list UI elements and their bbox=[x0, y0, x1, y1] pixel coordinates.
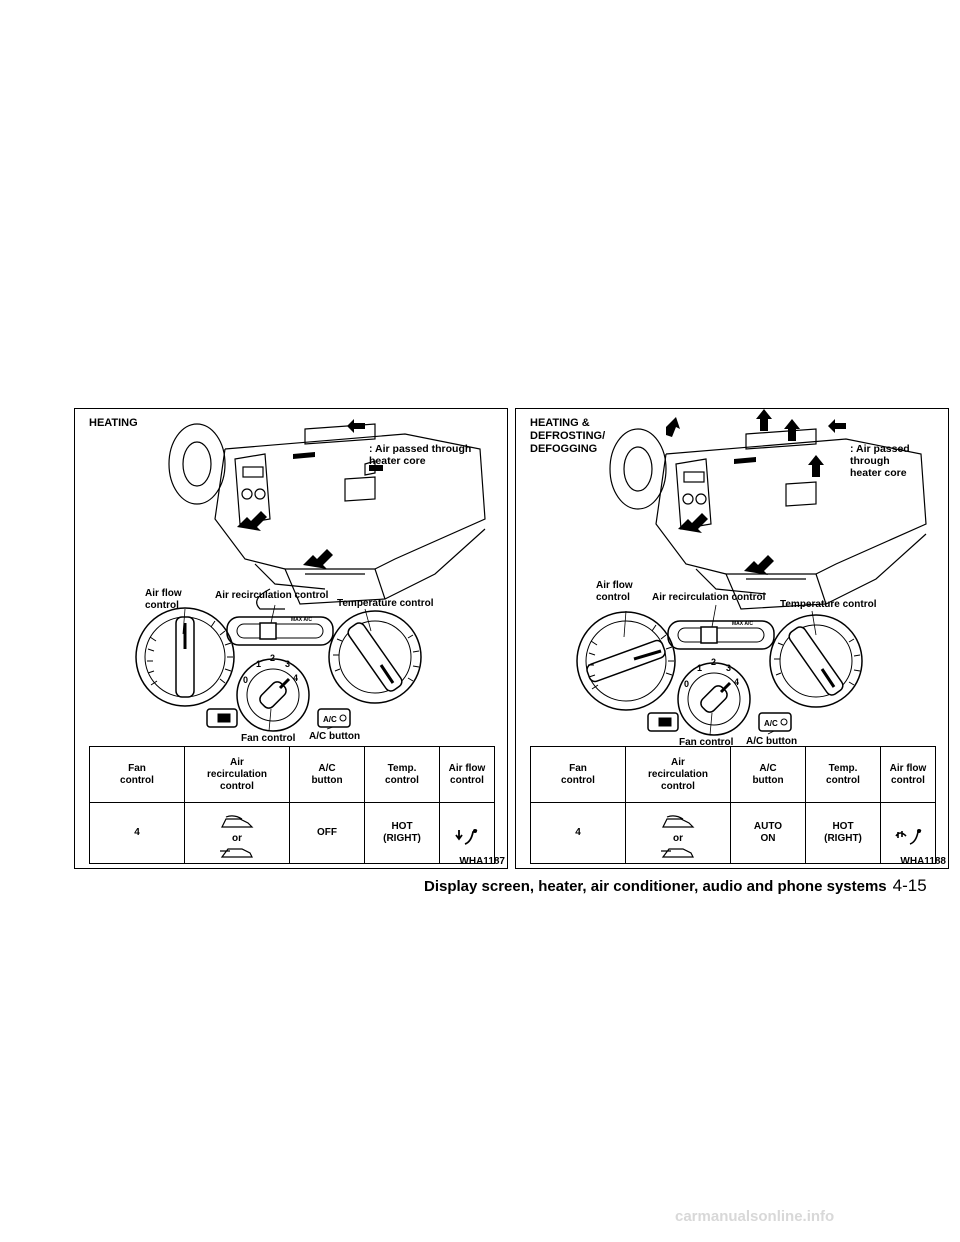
ac-button-shape bbox=[317, 708, 351, 728]
floor-vent-icon bbox=[455, 829, 478, 845]
rear-defrost-icon bbox=[217, 713, 231, 723]
dashboard-illustration: MAX A/C 0 1 2 3 4 A/ bbox=[135, 423, 486, 732]
or-text: or bbox=[673, 833, 683, 844]
label-ac-button: A/C button bbox=[746, 736, 798, 747]
value-air-recirculation-control: or bbox=[625, 802, 731, 864]
airflow-legend: : Air passed through heater core bbox=[347, 419, 472, 467]
fan-speed-1: 1 bbox=[697, 663, 702, 673]
label-fan-control: Fan control bbox=[679, 737, 734, 748]
figure-heading: HEATING bbox=[89, 417, 138, 429]
max-ac-label: MAX A/C bbox=[291, 617, 312, 623]
arrow-icon bbox=[347, 419, 365, 433]
label-fan-control: Fan control bbox=[241, 733, 296, 744]
watermark: carmanualsonline.info bbox=[675, 1208, 835, 1225]
header-ac-button: A/C button bbox=[730, 746, 806, 803]
fresh-air-icon bbox=[661, 848, 694, 858]
value-ac-button: AUTO ON bbox=[730, 802, 806, 864]
recirculation-icon bbox=[662, 815, 695, 828]
fan-speed-4: 4 bbox=[734, 677, 739, 687]
label-temperature-control: Temperature control bbox=[780, 599, 877, 610]
fan-speed-1: 1 bbox=[256, 659, 261, 669]
recirculation-slider bbox=[226, 616, 334, 646]
section-title: Display screen, heater, air conditioner,… bbox=[424, 878, 887, 895]
recirculation-icon bbox=[221, 815, 254, 828]
page-number: 4-15 bbox=[892, 876, 927, 895]
legend-text: : Air passed through heater core bbox=[850, 443, 910, 479]
temperature-dial bbox=[769, 614, 863, 708]
label-air-recirculation-control: Air recirculation control bbox=[215, 590, 329, 601]
fan-dial bbox=[236, 658, 310, 732]
ac-button-shape bbox=[758, 712, 792, 732]
label-ac-button: A/C button bbox=[309, 731, 361, 742]
figure-heating: HEATING : Air passed through heater core bbox=[74, 408, 508, 869]
page-footer: Display screen, heater, air conditioner,… bbox=[424, 876, 927, 896]
settings-table: Fan control Air recirculation control A/… bbox=[530, 746, 936, 864]
fan-speed-2: 2 bbox=[711, 657, 716, 667]
arrow-icon bbox=[828, 419, 846, 433]
label-air-recirculation-control: Air recirculation control bbox=[652, 592, 766, 603]
fan-speed-2: 2 bbox=[270, 653, 275, 663]
value-fan-control: 4 bbox=[530, 802, 626, 864]
fan-speed-4: 4 bbox=[293, 673, 298, 683]
rear-defrost-button bbox=[647, 712, 679, 732]
recirculation-slider bbox=[667, 620, 775, 650]
rear-defrost-button bbox=[206, 708, 238, 728]
value-ac-button: OFF bbox=[289, 802, 365, 864]
value-air-recirculation-control: or bbox=[184, 802, 290, 864]
max-ac-label: MAX A/C bbox=[732, 621, 753, 627]
fan-speed-0: 0 bbox=[243, 675, 248, 685]
value-temp-control: HOT (RIGHT) bbox=[805, 802, 881, 864]
figure-code: WHA1188 bbox=[900, 856, 946, 867]
figure-heating-defrosting: HEATING & DEFROSTING/ DEFOGGING : Air pa… bbox=[515, 408, 949, 869]
fan-dial bbox=[677, 662, 751, 736]
temperature-dial bbox=[328, 610, 422, 704]
label-air-flow-control: Air flow control bbox=[145, 588, 182, 611]
air-flow-dial bbox=[135, 607, 235, 707]
fresh-air-icon bbox=[220, 848, 253, 858]
legend-text: : Air passed through heater core bbox=[369, 443, 472, 467]
header-fan-control: Fan control bbox=[530, 746, 626, 803]
value-temp-control: HOT (RIGHT) bbox=[364, 802, 440, 864]
value-air-flow-control bbox=[880, 802, 936, 864]
figure-heading: HEATING & DEFROSTING/ DEFOGGING bbox=[530, 417, 606, 455]
value-air-flow-control bbox=[439, 802, 495, 864]
header-temp-control: Temp. control bbox=[364, 746, 440, 803]
airflow-legend: : Air passed through heater core bbox=[828, 419, 910, 479]
header-air-flow-control: Air flow control bbox=[880, 746, 936, 803]
header-ac-button: A/C button bbox=[289, 746, 365, 803]
ac-button-label: A/C bbox=[323, 715, 337, 724]
ac-button-label: A/C bbox=[764, 719, 778, 728]
fan-speed-3: 3 bbox=[285, 659, 290, 669]
header-air-recirculation-control: Air recirculation control bbox=[184, 746, 290, 803]
dashboard-illustration: MAX A/C 0 1 2 3 4 A/C bbox=[576, 409, 927, 736]
fan-speed-3: 3 bbox=[726, 663, 731, 673]
label-air-flow-control: Air flow control bbox=[596, 580, 633, 603]
air-flow-dial bbox=[576, 611, 676, 711]
or-text: or bbox=[232, 833, 242, 844]
fan-speed-0: 0 bbox=[684, 679, 689, 689]
value-fan-control: 4 bbox=[89, 802, 185, 864]
header-air-flow-control: Air flow control bbox=[439, 746, 495, 803]
label-temperature-control: Temperature control bbox=[337, 598, 434, 609]
header-air-recirculation-control: Air recirculation control bbox=[625, 746, 731, 803]
header-temp-control: Temp. control bbox=[805, 746, 881, 803]
header-fan-control: Fan control bbox=[89, 746, 185, 803]
rear-defrost-icon bbox=[658, 717, 672, 727]
figure-code: WHA1187 bbox=[459, 856, 505, 867]
settings-table: Fan control Air recirculation control A/… bbox=[89, 746, 495, 864]
defrost-floor-icon bbox=[895, 829, 922, 845]
